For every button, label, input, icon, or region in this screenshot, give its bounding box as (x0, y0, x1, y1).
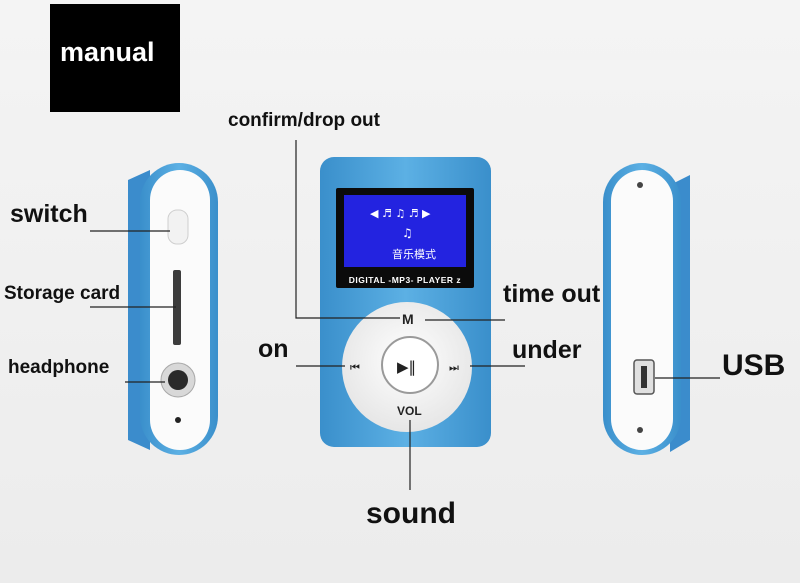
lcd-screen (344, 195, 466, 267)
leader-lines (90, 140, 720, 490)
svg-text:♫: ♫ (402, 226, 413, 240)
label-sound: sound (366, 497, 456, 530)
label-on: on (258, 335, 289, 363)
manual-badge-text: manual (60, 37, 155, 67)
right-side-view (603, 163, 690, 455)
label-time-out: time out (503, 280, 601, 308)
headphone-jack (168, 370, 188, 390)
brand-text: DIGITAL -MP3- PLAYER z (348, 275, 462, 285)
svg-text:⏮: ⏮ (350, 361, 360, 374)
switch-slider (167, 209, 189, 245)
manual-badge (50, 4, 180, 112)
storage-slot (173, 270, 181, 345)
svg-text:▶‖: ▶‖ (397, 358, 416, 376)
left-side-view (128, 163, 218, 455)
label-confirm: confirm/drop out (228, 110, 380, 131)
play-pause-button (381, 336, 439, 394)
label-switch: switch (10, 200, 88, 228)
front-view: ◀ ♬ ♫ ♬ ▶ ♫ ▶‖ ⏮ ⏭ (320, 157, 491, 447)
vol-key-label: VOL (397, 404, 422, 418)
label-usb: USB (722, 349, 786, 382)
label-under: under (512, 336, 582, 364)
screen-mode-text: 音乐模式 (392, 249, 436, 261)
m-key-label: M (402, 311, 414, 327)
label-headphone: headphone (8, 357, 110, 378)
svg-text:⏭: ⏭ (449, 361, 459, 374)
label-storage-card: Storage card (4, 283, 121, 304)
svg-text:◀ ♬ ♫ ♬ ▶: ◀ ♬ ♫ ♬ ▶ (370, 207, 431, 220)
